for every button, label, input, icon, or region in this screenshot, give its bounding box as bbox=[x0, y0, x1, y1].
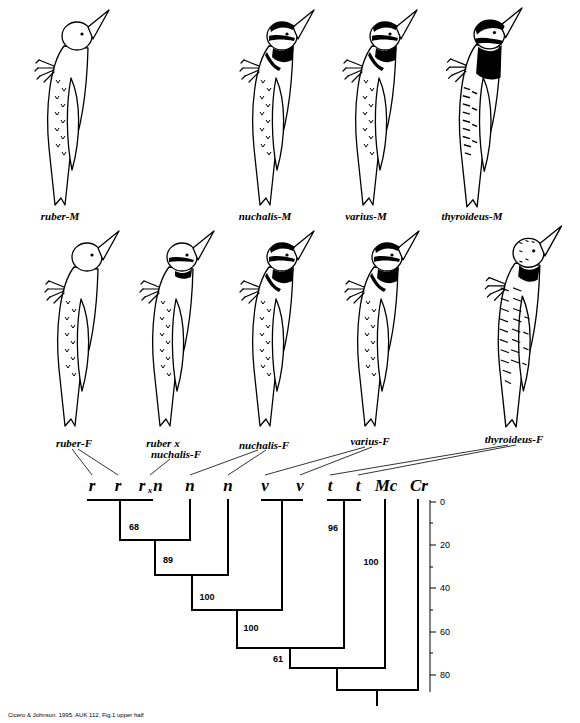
thyroideus-male-bird bbox=[447, 8, 522, 207]
axis-minor-ticks bbox=[430, 523, 433, 653]
bootstrap-value: 68 bbox=[129, 523, 139, 532]
bootstrap-value: 96 bbox=[328, 524, 338, 533]
axis-tick-label: 40 bbox=[440, 584, 450, 593]
bootstrap-value: 61 bbox=[273, 655, 283, 664]
tip-label: Cr bbox=[410, 477, 428, 494]
axis-tick-label: 60 bbox=[440, 628, 450, 637]
species-label: varius-M bbox=[345, 211, 387, 222]
thyroideus-female-pattern bbox=[500, 240, 540, 383]
species-label: thyroideus-M bbox=[441, 211, 502, 222]
axis-ticks bbox=[430, 502, 436, 675]
varius-male-spots bbox=[363, 80, 374, 155]
leader-line bbox=[190, 450, 266, 475]
depth-axis bbox=[430, 500, 436, 692]
tree-branch bbox=[290, 500, 385, 690]
tip-label: r bbox=[139, 477, 146, 494]
tree-branch bbox=[237, 500, 360, 668]
tip-label: t bbox=[356, 477, 361, 494]
tip-label: r bbox=[115, 477, 122, 494]
axis-tick-label: 0 bbox=[440, 498, 445, 507]
varius-female-bird bbox=[345, 231, 419, 426]
tip-label: n bbox=[153, 477, 162, 494]
tip-label: r bbox=[89, 477, 96, 494]
thyroideus-male-pattern bbox=[463, 20, 505, 155]
tree-branch bbox=[120, 500, 190, 575]
tip-label: t bbox=[328, 477, 333, 494]
leader-line bbox=[330, 445, 516, 475]
ruber-male-bird bbox=[35, 10, 109, 205]
nuchalis-female-spots bbox=[260, 301, 271, 376]
axis-line bbox=[430, 500, 431, 692]
tree-branch bbox=[337, 500, 418, 705]
ruber-female-spots bbox=[65, 301, 76, 376]
citation: Cicero & Johnson. 1995. AUK 112, Fig.1 u… bbox=[8, 712, 144, 718]
tip-label: v bbox=[261, 477, 269, 494]
species-label: thyroideus-F bbox=[485, 434, 544, 445]
thyroideus-female-bird bbox=[485, 226, 561, 427]
tip-label: v bbox=[296, 477, 304, 494]
hybrid-bird bbox=[140, 231, 214, 426]
varius-female-pattern bbox=[370, 243, 400, 292]
tree-branch bbox=[192, 500, 302, 648]
varius-male-bird bbox=[343, 10, 417, 205]
nuchalis-female-bird bbox=[240, 231, 314, 426]
species-label: ruber-M bbox=[41, 211, 80, 222]
tip-label: n bbox=[223, 477, 232, 494]
species-label: ruber-F bbox=[56, 438, 92, 449]
ruber-male-spots bbox=[55, 80, 66, 155]
bootstrap-value: 100 bbox=[199, 593, 214, 602]
axis-tick-label: 20 bbox=[440, 541, 450, 550]
varius-male-pattern bbox=[368, 22, 398, 71]
bootstrap-value: 89 bbox=[163, 556, 173, 565]
hybrid-pattern bbox=[169, 257, 194, 279]
leader-line bbox=[150, 459, 170, 475]
tree-branch bbox=[155, 500, 228, 610]
species-label: nuchalis-F bbox=[239, 440, 289, 451]
phylogenetic-tree bbox=[88, 500, 418, 705]
leader-line bbox=[72, 449, 118, 475]
bird-illustrations bbox=[35, 8, 561, 427]
bootstrap-value: 100 bbox=[243, 624, 258, 633]
nuchalis-male-pattern bbox=[265, 22, 295, 71]
tip-label: x bbox=[148, 486, 153, 495]
tip-label: n bbox=[185, 477, 194, 494]
tree-branch bbox=[88, 500, 152, 540]
leader-lines bbox=[72, 445, 516, 475]
nuchalis-female-pattern bbox=[265, 243, 295, 292]
ruber-female-bird bbox=[45, 231, 119, 426]
tip-label: Mc bbox=[375, 477, 398, 494]
bootstrap-value: 100 bbox=[363, 558, 378, 567]
nuchalis-male-bird bbox=[240, 10, 314, 205]
species-label: ruber x bbox=[146, 438, 179, 449]
species-label: varius-F bbox=[350, 436, 389, 447]
hybrid-spots bbox=[160, 301, 171, 376]
varius-female-spots bbox=[365, 301, 376, 376]
species-label: nuchalis-F bbox=[151, 449, 201, 460]
axis-tick-label: 80 bbox=[440, 671, 450, 680]
nuchalis-male-spots bbox=[260, 80, 271, 155]
species-label: nuchalis-M bbox=[239, 211, 292, 222]
